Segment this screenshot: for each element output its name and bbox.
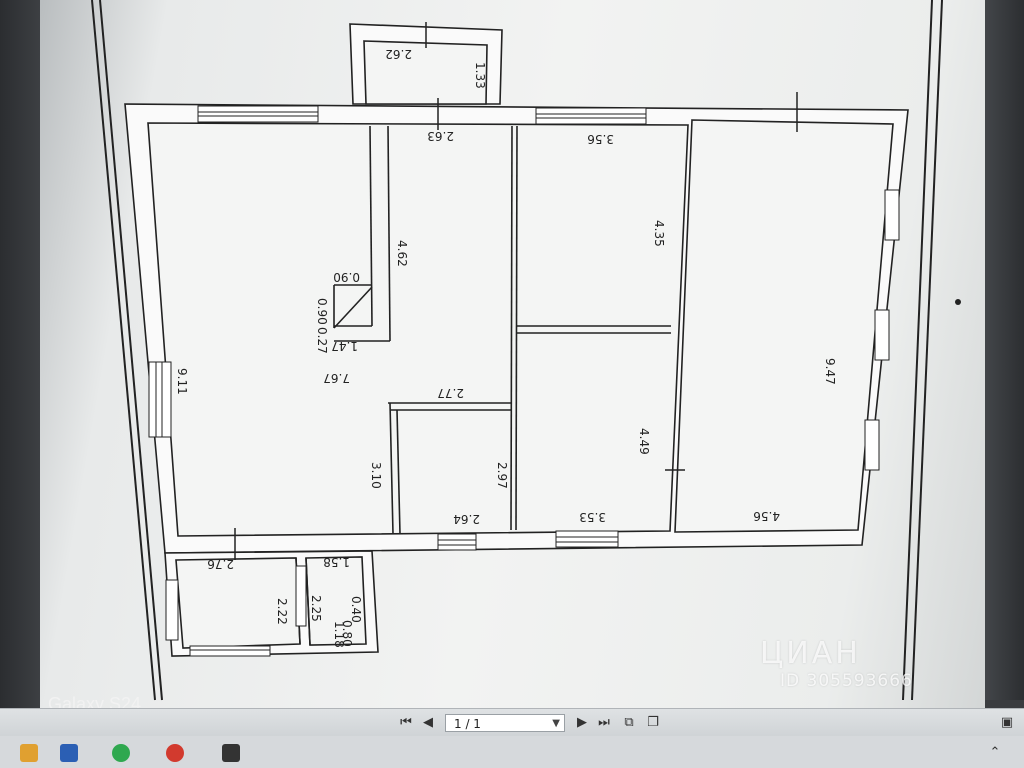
dim-bedroom-top-depth: 4.35 <box>652 220 666 247</box>
last-page-icon[interactable]: ⏭ <box>598 715 610 730</box>
dim-bedroom-mid-width: 3.53 <box>579 510 606 524</box>
windows-taskbar: ⌃ <box>0 736 1024 768</box>
pages-icon[interactable]: ⧉ <box>624 715 634 730</box>
pdf-viewer-toolbar: ⏮ ◀ 1 / 1 ▼ ▶ ⏭ ⧉ ❐ ▣ <box>0 708 1024 737</box>
first-page-icon[interactable]: ⏮ <box>400 715 412 730</box>
dim-bath-top: 2.77 <box>437 386 464 400</box>
watermark-logo: ЦИАН <box>760 636 861 671</box>
folder-icon[interactable] <box>20 744 38 762</box>
watermark-id: ID 305593666 <box>780 671 913 691</box>
dim-closet-a: 0.90 <box>333 270 360 284</box>
edge-icon[interactable] <box>112 744 130 762</box>
page-number-select[interactable]: 1 / 1 ▼ <box>445 714 565 732</box>
dim-closet-d: 1.47 <box>331 339 358 353</box>
dim-closet-c: 0.27 <box>315 327 329 354</box>
dim-vestibule-len: 1.18 <box>332 621 346 648</box>
dim-living-width: 7.67 <box>323 371 350 385</box>
dim-porch-depth: 2.22 <box>275 598 289 625</box>
page-indicator-text: 1 / 1 <box>454 717 481 731</box>
dim-bedroom-mid-depth: 4.49 <box>637 428 651 455</box>
dim-large-room-width: 4.56 <box>753 509 780 523</box>
panel-icon[interactable]: ▣ <box>1000 715 1014 730</box>
dim-vestibule-width: 1.58 <box>323 555 350 569</box>
dim-bath-left: 3.10 <box>369 462 383 489</box>
dim-vestibule-door: 0.80 <box>340 620 354 647</box>
dim-balcony-width: 2.62 <box>385 47 412 61</box>
dim-large-room-length: 9.47 <box>823 358 837 385</box>
next-page-icon[interactable]: ▶ <box>577 715 587 730</box>
opera-icon[interactable] <box>166 744 184 762</box>
dim-balcony-depth: 1.33 <box>473 62 487 89</box>
dim-bedroom-top-width: 3.56 <box>587 132 614 146</box>
dim-living-length: 9.11 <box>175 368 189 395</box>
cian-watermark: ЦИАН ID 305593666 <box>760 636 913 691</box>
dim-bath-bottom: 2.64 <box>453 512 480 526</box>
chevron-down-icon: ▼ <box>552 718 560 729</box>
window-icon[interactable]: ❐ <box>647 715 659 730</box>
prev-page-icon[interactable]: ◀ <box>423 715 433 730</box>
dim-vestibule-depth: 2.25 <box>309 595 323 622</box>
dim-porch-width: 2.76 <box>207 557 234 571</box>
app-icon[interactable] <box>222 744 240 762</box>
tray-chevron-icon[interactable]: ⌃ <box>989 745 1001 760</box>
dim-closet-b: 0.90 <box>315 298 329 325</box>
dim-corridor-length: 4.62 <box>395 240 409 267</box>
word-icon[interactable] <box>60 744 78 762</box>
dim-bath-right: 2.97 <box>495 462 509 489</box>
dim-corridor-width: 2.63 <box>427 129 454 143</box>
dim-vestibule-step: 0.40 <box>349 596 363 623</box>
